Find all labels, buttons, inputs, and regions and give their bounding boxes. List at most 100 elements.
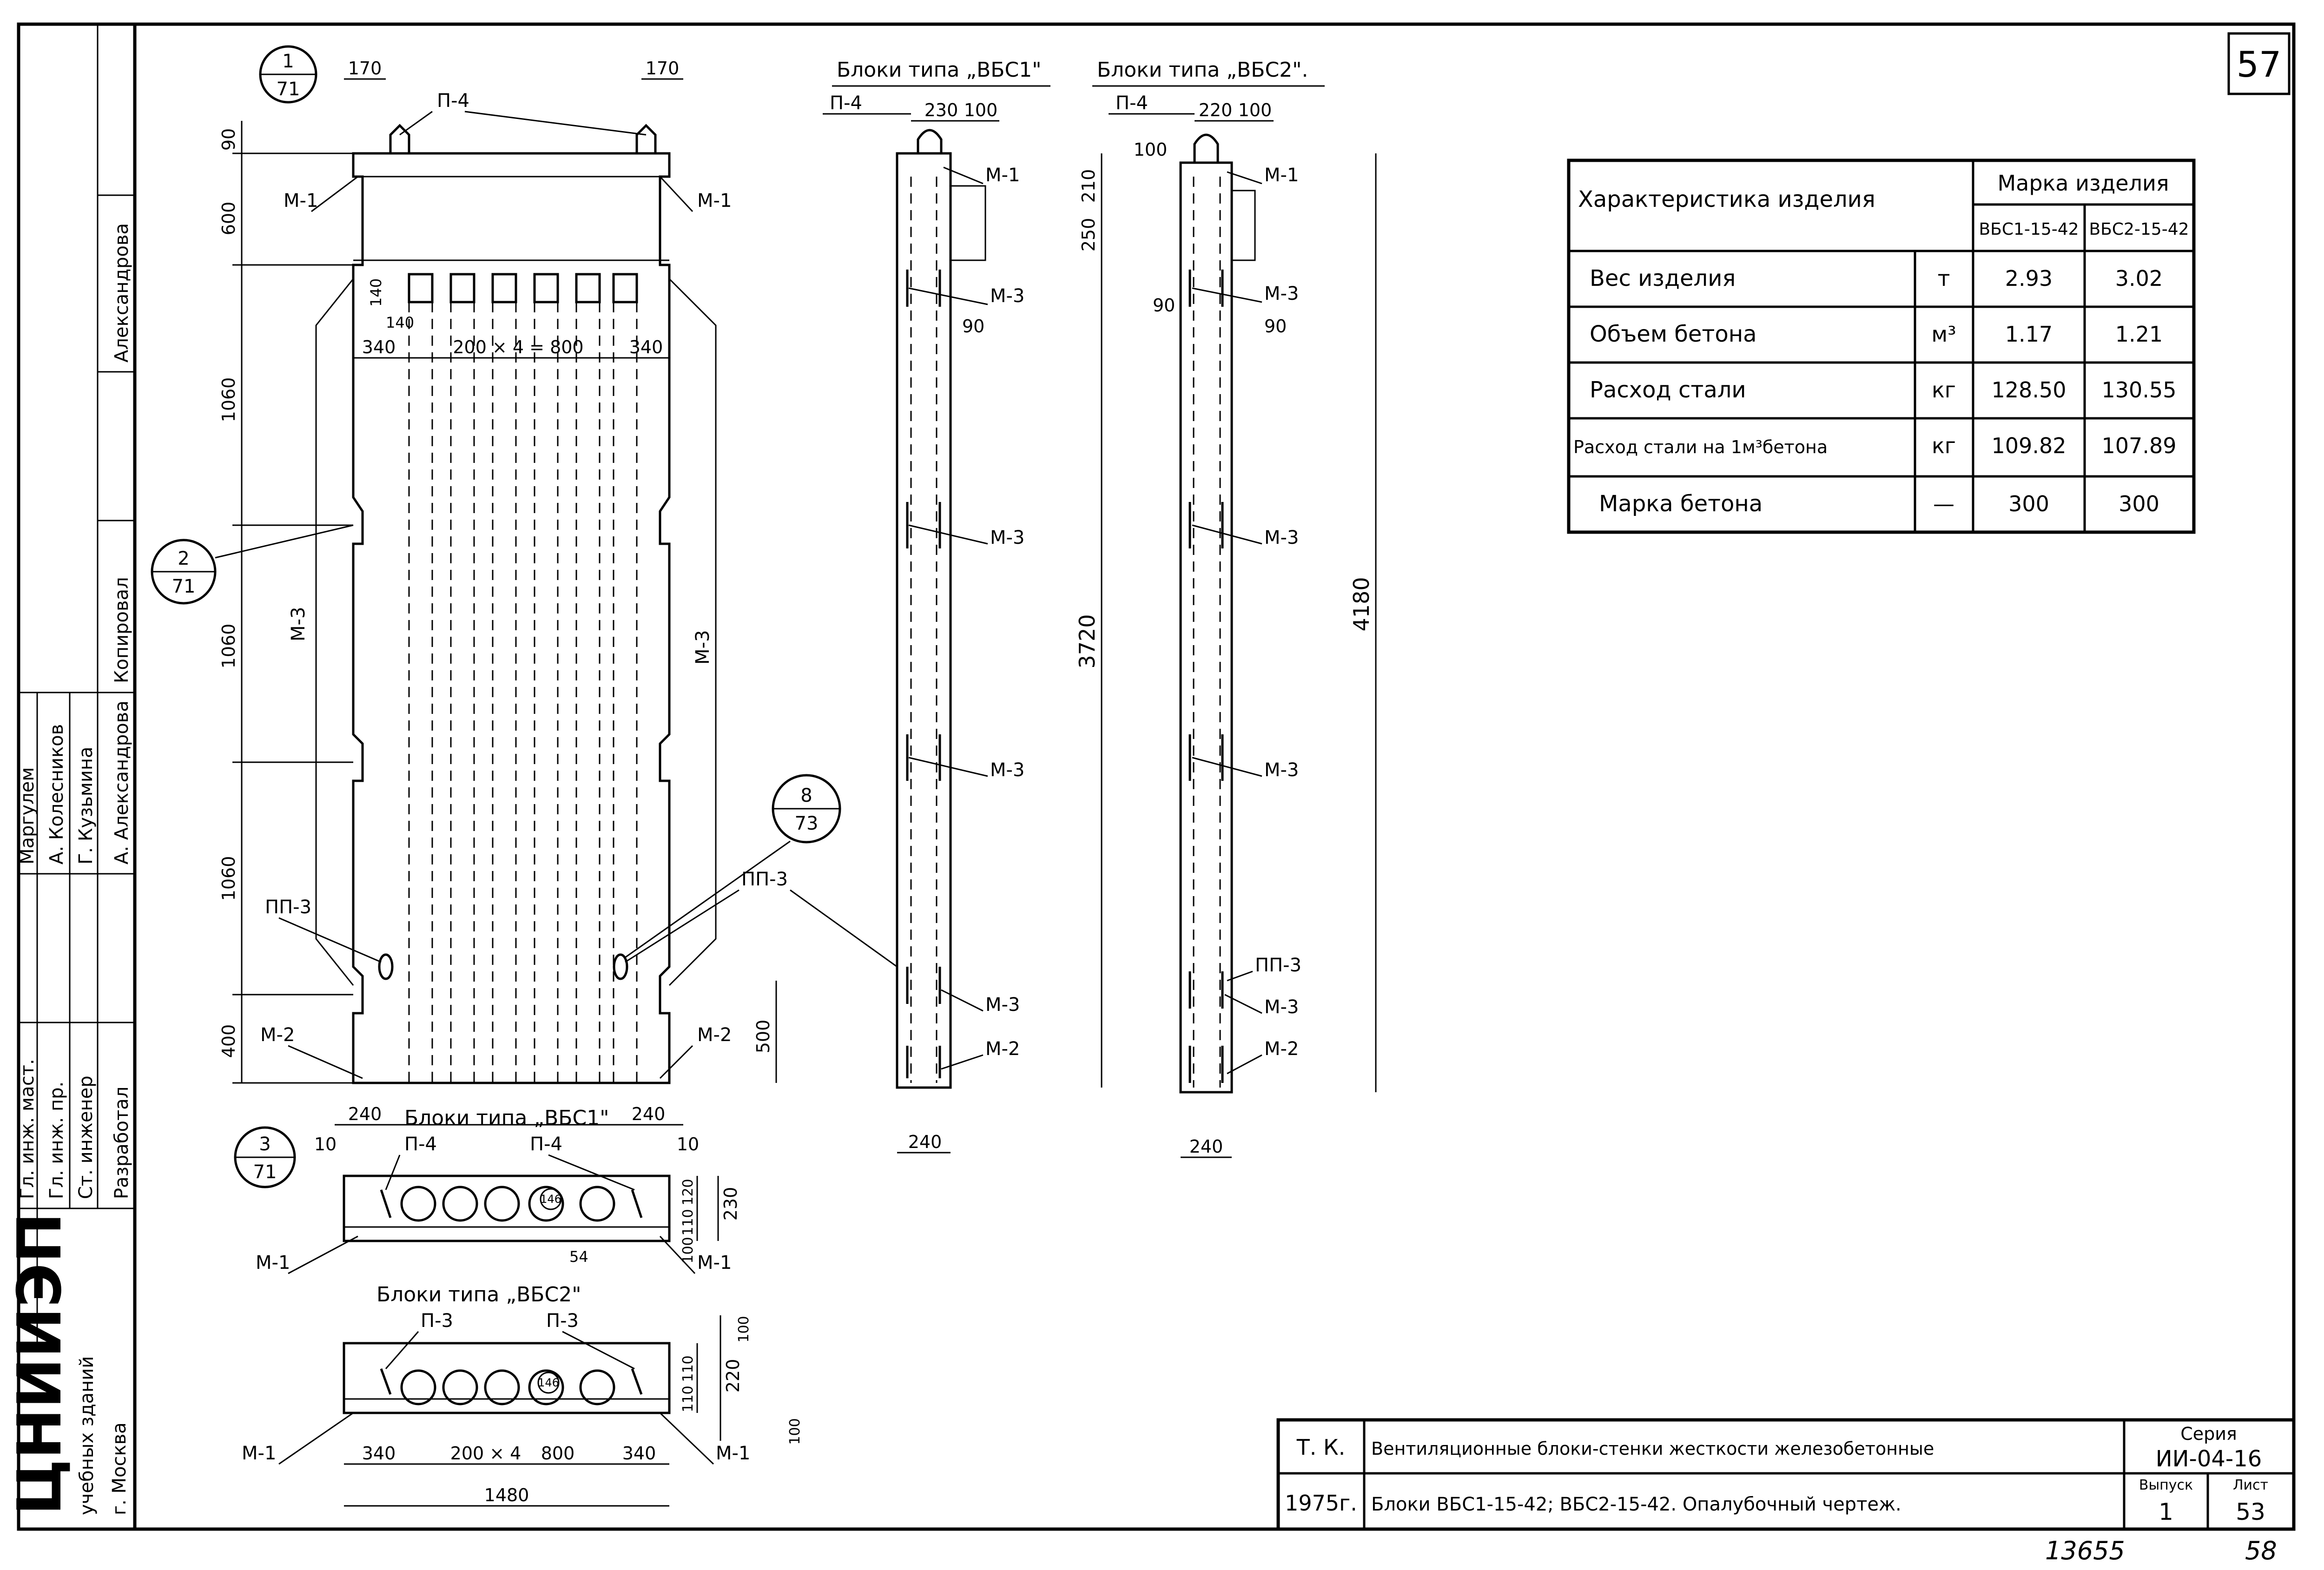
stamp-org-name: ЦНИИЭП	[4, 1213, 75, 1515]
section2-label-p3-b: П-3	[546, 1310, 579, 1332]
spec-row5-unit: —	[1933, 491, 1954, 516]
front-dim-row-340-a: 340	[362, 337, 396, 357]
callout-8-73: 8 73	[625, 774, 841, 958]
svg-text:8: 8	[800, 785, 812, 806]
spec-row1-unit: т	[1938, 266, 1950, 291]
side1-dim-250: 250	[1078, 218, 1099, 252]
svg-text:71: 71	[277, 79, 300, 100]
front-dim-top-left: 170	[348, 58, 382, 79]
side2-dim-4180: 4180	[1349, 577, 1374, 631]
svg-text:3: 3	[259, 1134, 271, 1155]
stamp-name-1: Маргулем	[17, 767, 38, 864]
front-dim-500: 500	[753, 1020, 773, 1054]
front-view: 90 600 1060 1060 1060 400 170 170 140 14…	[151, 45, 898, 1188]
spec-row2-v2: 1.21	[2115, 322, 2163, 347]
stamp-role-1: Гл. инж. маст.	[17, 1059, 38, 1199]
section1-circle-146: 146	[540, 1193, 561, 1206]
spec-row4-unit: кг	[1932, 433, 1956, 458]
section2-label-m1-right: М-1	[716, 1443, 750, 1464]
front-label-m2-left: М-2	[260, 1024, 295, 1046]
section1-label-p4-a: П-4	[404, 1134, 437, 1155]
spec-row4-v2: 107.89	[2102, 433, 2177, 458]
title-sheet-label: Лист	[2233, 1477, 2268, 1493]
spec-row3-name: Расход стали	[1590, 377, 1746, 403]
spec-row4-v1: 109.82	[1992, 433, 2067, 458]
section1-label-p4-b: П-4	[530, 1134, 562, 1155]
callout-2-71: 2 71	[151, 524, 354, 605]
stamp-name-4: А. Александрова	[111, 700, 132, 864]
section2-label-m1-left: М-1	[242, 1443, 276, 1464]
side2-label-m3-d: М-3	[1264, 996, 1299, 1018]
front-label-pp3-right: ПП-3	[741, 869, 788, 890]
front-label-m1-left: М-1	[284, 190, 318, 211]
side2-dim-220: 220	[1199, 100, 1233, 120]
svg-text:71: 71	[172, 576, 196, 597]
side-view-vbs2: Блоки типа „ВБС2". П-4 220 100 100 М-1 9…	[1092, 58, 1377, 1158]
front-dim-140-b: 140	[386, 314, 414, 331]
spec-mark-2: ВБС2-15-42	[2089, 220, 2189, 239]
spec-table: Характеристика изделия Марка изделия ВБС…	[1567, 158, 2196, 534]
side1-dim-100: 100	[964, 100, 998, 120]
spec-row5-name: Марка бетона	[1599, 491, 1763, 517]
title-sheet-value: 53	[2236, 1498, 2265, 1525]
front-dim-bottom-10-b: 10	[677, 1134, 699, 1154]
section2-circle-146: 146	[538, 1376, 559, 1389]
front-label-m2-right: М-2	[697, 1024, 732, 1046]
side2-label-m2: М-2	[1264, 1038, 1299, 1060]
spec-row4-name: Расход стали на 1м³бетона	[1573, 437, 1828, 457]
side1-label-m3-c: М-3	[990, 759, 1024, 781]
section2-title: Блоки типа „ВБС2"	[376, 1283, 581, 1306]
side2-label-m3-c: М-3	[1264, 759, 1299, 781]
side1-label-m3-d: М-3	[985, 994, 1020, 1016]
side1-label-m3-a: М-3	[990, 285, 1024, 307]
front-dim-400: 400	[218, 1024, 239, 1058]
section-vbs1: Блоки типа „ВБС1" 146 П-4 П-4 М-1 М-1 12…	[256, 1106, 741, 1274]
title-tk: Т. К.	[1296, 1435, 1346, 1460]
title-issue-value: 1	[2159, 1498, 2173, 1525]
title-series-label: Серия	[2180, 1424, 2237, 1444]
front-label-pp3-left: ПП-3	[265, 897, 311, 918]
front-label-m3-right: М-3	[692, 630, 713, 665]
section2-dim-110-b: 110	[680, 1385, 696, 1412]
section-vbs2: Блоки типа „ВБС2" 146 П-3 П-3 М-1 М-1 10…	[242, 1283, 803, 1507]
side2-dim-100-top: 100	[1238, 100, 1272, 120]
section1-dim-100: 100	[680, 1237, 696, 1263]
side2-label-m1: М-1	[1264, 165, 1299, 186]
section2-dim-110-a: 110	[680, 1355, 696, 1382]
side2-label-m3-b: М-3	[1264, 527, 1299, 548]
svg-text:2: 2	[178, 548, 189, 569]
callout-1-71: 1 71	[259, 45, 317, 104]
svg-text:71: 71	[253, 1161, 277, 1183]
footer-right-number: 58	[2245, 1536, 2277, 1565]
front-dim-row-340-b: 340	[629, 337, 663, 357]
side1-dim-3720: 3720	[1075, 614, 1100, 668]
side-view-vbs1: Блоки типа „ВБС1" П-4 230 100 М-1 М-3 90…	[823, 58, 1103, 1154]
section2-dim-800: 800	[541, 1443, 575, 1464]
section1-title: Блоки типа „ВБС1"	[404, 1106, 609, 1130]
front-dim-1060-b: 1060	[218, 624, 239, 669]
stamp-copied-label: Копировал	[111, 577, 132, 683]
side1-label-p4: П-4	[830, 92, 862, 114]
spec-row2-name: Объем бетона	[1590, 321, 1757, 347]
svg-text:1: 1	[282, 51, 294, 72]
spec-row1-name: Вес изделия	[1590, 265, 1736, 291]
front-dim-140-a: 140	[367, 278, 385, 307]
spec-row3-unit: кг	[1932, 377, 1956, 402]
side2-label-pp3: ПП-3	[1255, 955, 1301, 976]
spec-mark-1: ВБС1-15-42	[1979, 220, 2079, 239]
front-label-p4: П-4	[437, 90, 469, 112]
stamp-org-city: г. Москва	[109, 1422, 130, 1515]
side2-label-m3-a: М-3	[1264, 283, 1299, 304]
side1-label-m2: М-2	[985, 1038, 1020, 1060]
spec-row2-unit: м³	[1931, 322, 1956, 347]
side2-dim-90-b: 90	[1264, 316, 1287, 336]
sheet-frame	[17, 22, 2296, 1531]
front-dim-row-800: 200 × 4 = 800	[453, 337, 583, 357]
sheet-number: 57	[2237, 44, 2282, 85]
spec-row2-v1: 1.17	[2005, 322, 2053, 347]
section2-dim-340-a: 340	[362, 1443, 396, 1464]
section1-label-m1-left: М-1	[256, 1252, 290, 1273]
side2-dim-90-a: 90	[1153, 295, 1175, 316]
front-dim-1060-c: 1060	[218, 856, 239, 901]
